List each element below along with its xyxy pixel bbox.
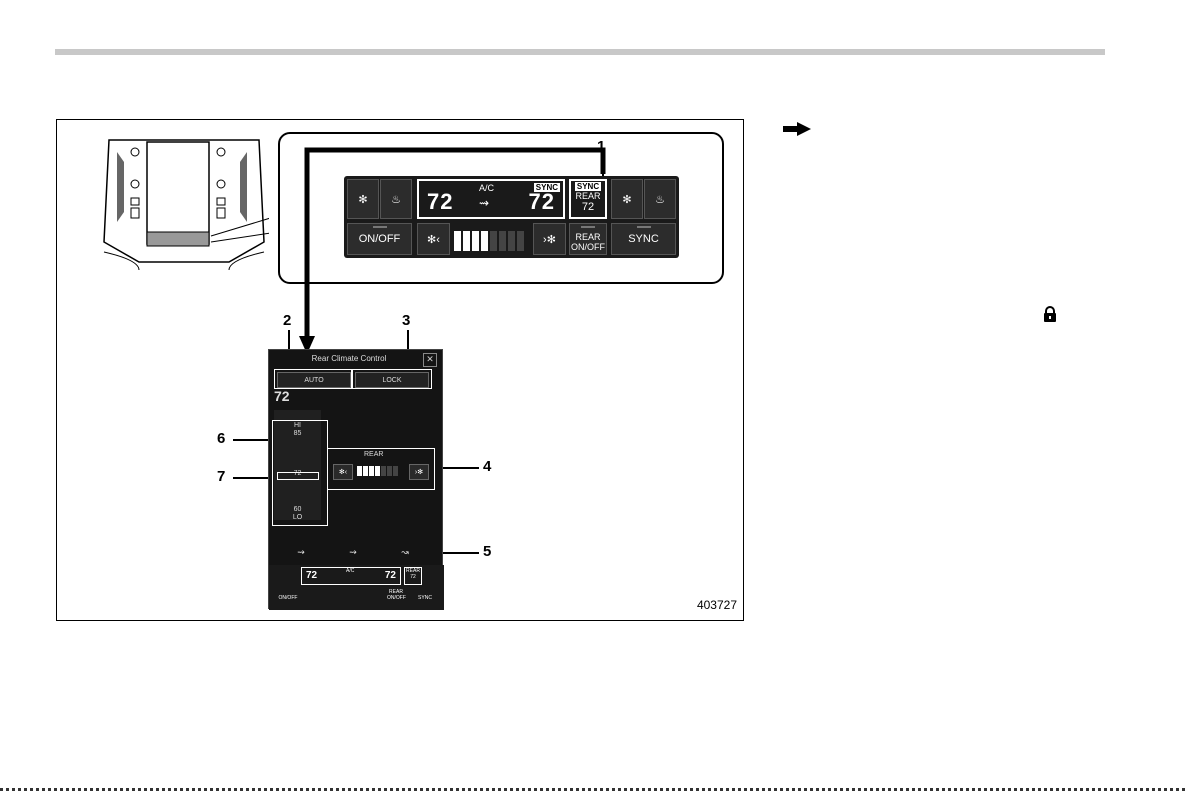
rear-set-temp: 72 [274,388,290,404]
rear-label: REAR [571,191,605,201]
callout-2: 2 [283,312,291,329]
rear-climate-screen: Rear Climate Control ✕ AUTO LOCK 72 HI 8… [268,349,443,609]
arrow-right-icon [783,122,811,136]
callout-1: 1 [597,138,605,155]
fan-level-bar [490,231,497,251]
fan-level-bar [499,231,506,251]
mini-on-off[interactable]: ON/OFF [273,589,303,607]
callout-5: 5 [483,543,491,560]
fan-level-bar [463,231,470,251]
rear-on-off-button[interactable]: REAR ON/OFF [569,223,607,255]
mini-ac: A/C [346,568,354,574]
center-console-illustration [99,132,269,272]
rear-status-box[interactable]: SYNC REAR 72 [569,179,607,219]
fan-level-bar [381,466,386,476]
callout-4: 4 [483,458,491,475]
fan-icon: ›✻ [543,233,556,246]
sync-button[interactable]: SYNC [611,223,676,255]
callout-7: 7 [217,468,225,485]
lock-highlight [352,369,432,389]
fan-icon: ✻ [622,193,631,206]
fan-level-bar [375,466,380,476]
fan-level-bar [357,466,362,476]
passenger-fan-seat-button[interactable]: ✻ [611,179,643,219]
driver-temp: 72 [427,189,453,215]
rear-fan-level-bars [357,466,398,476]
vent-mode-icon: ⇝ [479,196,489,210]
vent-mode-row: ⇝ ⇝ ↝ [275,542,431,562]
callout-3: 3 [402,312,410,329]
fan-down-button[interactable]: ✻‹ [417,223,450,255]
fan-level-bar [508,231,515,251]
fan-level-bar [481,231,488,251]
fan-level-bar [454,231,461,251]
rear-fan-up-button[interactable]: ›✻ [409,464,429,480]
mini-left-temp: 72 [306,570,317,581]
seat-heater-icon: ♨ [655,193,665,206]
header-rule [55,49,1105,55]
rear-fan-label: REAR [364,451,383,458]
vent-mode-icon[interactable]: ↝ [379,542,431,562]
callout-6: 6 [217,430,225,447]
rear-sync-tag: SYNC [575,182,601,191]
rear-screen-title: Rear Climate Control [269,354,429,363]
fan-icon: ✻ [358,193,367,206]
fan-level-bar [387,466,392,476]
rear-screen-mini-panel: 72 A/C 72 REAR 72 ON/OFF REAR ON/OFF SYN… [269,565,444,610]
fan-icon: ✻‹ [427,233,440,246]
vent-mode-icon[interactable]: ⇝ [275,542,327,562]
ac-label: A/C [479,183,494,193]
modes-highlight [274,662,436,684]
rear-temp: 72 [571,201,605,213]
fan-level-bar [393,466,398,476]
fan-level-bars [454,229,524,251]
callout-1-leader [602,156,604,176]
fan-level-bar [363,466,368,476]
fan-level-bar [472,231,479,251]
mini-rear-temp: 72 [405,574,421,580]
on-off-button[interactable]: ON/OFF [347,223,412,255]
fan-level-bar [517,231,524,251]
callout-6-leader [233,439,271,441]
passenger-seat-heater-button[interactable]: ♨ [644,179,676,219]
front-climate-panel: ✻ ♨ 72 A/C SYNC ⇝ 72 SYNC REAR 72 ✻ ♨ ON… [344,176,679,258]
mini-rear-on-off[interactable]: REAR ON/OFF [387,589,405,607]
mini-sync[interactable]: SYNC [409,589,441,607]
rear-fan-down-button[interactable]: ✻‹ [333,464,353,480]
driver-seat-heater-button[interactable]: ♨ [380,179,412,219]
lock-icon [1043,306,1057,322]
slider-thumb-highlight [277,472,319,480]
figure-id: 403727 [697,598,737,612]
front-temperature-display: 72 A/C SYNC ⇝ 72 [417,179,565,219]
mini-right-temp: 72 [385,570,396,581]
close-icon[interactable]: ✕ [423,353,437,367]
seat-heater-icon: ♨ [391,193,401,206]
fan-up-button[interactable]: ›✻ [533,223,566,255]
auto-highlight [274,369,352,389]
driver-fan-seat-button[interactable]: ✻ [347,179,379,219]
vent-mode-icon[interactable]: ⇝ [327,542,379,562]
passenger-temp: 72 [529,189,555,215]
climate-control-figure: ✻ ♨ 72 A/C SYNC ⇝ 72 SYNC REAR 72 ✻ ♨ ON… [56,119,744,621]
fan-level-bar [369,466,374,476]
